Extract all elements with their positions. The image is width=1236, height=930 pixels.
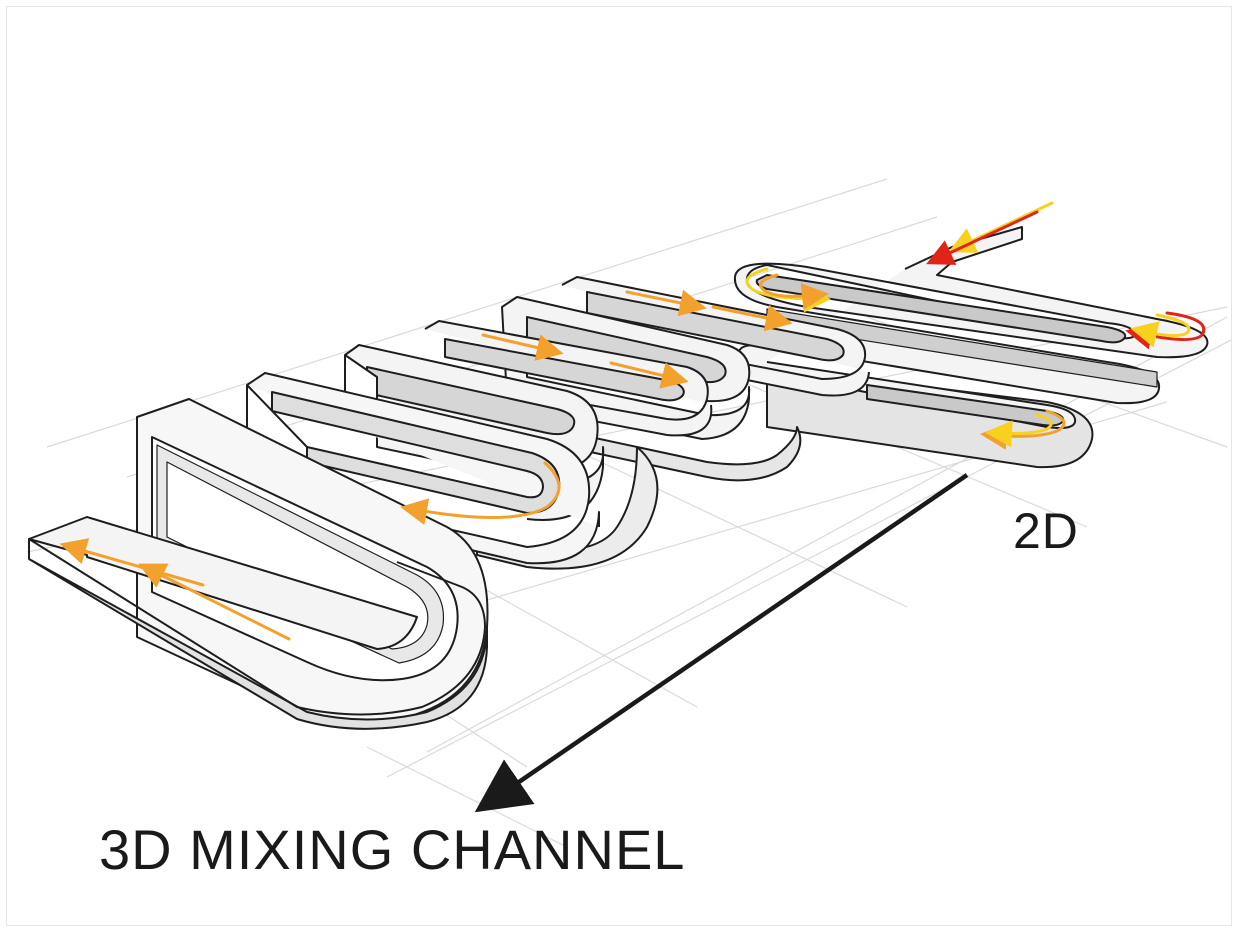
label-2d: 2D <box>1013 503 1079 559</box>
label-3d-mixing-channel: 3D MIXING CHANNEL <box>99 818 686 881</box>
flow-arrow-icon <box>711 304 793 332</box>
flow-arrow-icon <box>625 289 707 317</box>
flow-arrow-icon <box>400 461 561 525</box>
flow-arrows-3d <box>59 289 793 641</box>
mixing-channel-diagram <box>26 178 1231 848</box>
flow-arrows-2d <box>745 201 1206 450</box>
flow-arrow-icon <box>745 267 831 313</box>
flow-arrow-icon <box>59 538 205 587</box>
figure-frame: 2D 3D MIXING CHANNEL <box>6 6 1232 926</box>
flow-arrow-icon <box>759 273 829 310</box>
flow-arrow-icon <box>1130 313 1191 348</box>
flow-arrow-icon <box>926 210 1039 265</box>
flow-arrow-icon <box>138 563 291 641</box>
flow-arrow-icon <box>985 413 1053 448</box>
flow-arrow-icon <box>481 333 564 361</box>
flow-arrow-icon <box>1125 311 1206 350</box>
arrow-down-left-icon <box>474 473 969 813</box>
flow-arrow-icon <box>609 361 689 389</box>
channel-3d <box>28 276 870 730</box>
flow-arrow-icon <box>980 409 1066 450</box>
flow-arrow-icon <box>948 201 1054 253</box>
